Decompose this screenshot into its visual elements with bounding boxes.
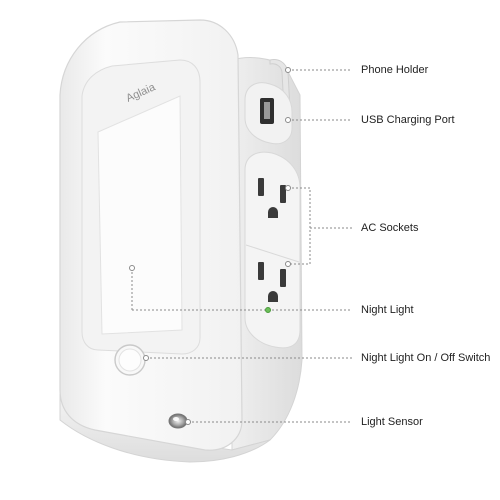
label-light-sensor: Light Sensor	[361, 416, 423, 428]
dot-ac-upper	[285, 185, 291, 191]
dot-night-light	[129, 265, 135, 271]
light-sensor	[168, 413, 188, 429]
label-usb-charging-port: USB Charging Port	[361, 114, 455, 126]
label-night-light: Night Light	[361, 304, 414, 316]
night-light-panel	[97, 95, 183, 335]
dot-ac-lower	[285, 261, 291, 267]
leader-dots	[129, 67, 291, 425]
label-night-light-switch: Night Light On / Off Switch	[361, 352, 491, 364]
leader-lines	[131, 69, 352, 423]
dot-switch	[143, 355, 149, 361]
light-sensor-glint	[173, 417, 179, 421]
dot-light-sensor	[185, 419, 191, 425]
ac-socket-divider	[245, 244, 300, 263]
label-phone-holder: Phone Holder	[361, 64, 429, 76]
ac-socket-lower[interactable]	[258, 262, 286, 302]
dot-phone-holder	[285, 67, 291, 73]
night-light-switch-inner	[118, 348, 142, 372]
ac-socket-upper[interactable]	[258, 178, 286, 218]
dot-night-light-green	[265, 307, 271, 313]
label-ac-sockets: AC Sockets	[361, 222, 419, 234]
dot-usb-port	[285, 117, 291, 123]
ac-socket-housing	[244, 151, 301, 349]
usb-port-tongue	[264, 102, 270, 119]
leader-ac-sockets	[288, 187, 352, 265]
